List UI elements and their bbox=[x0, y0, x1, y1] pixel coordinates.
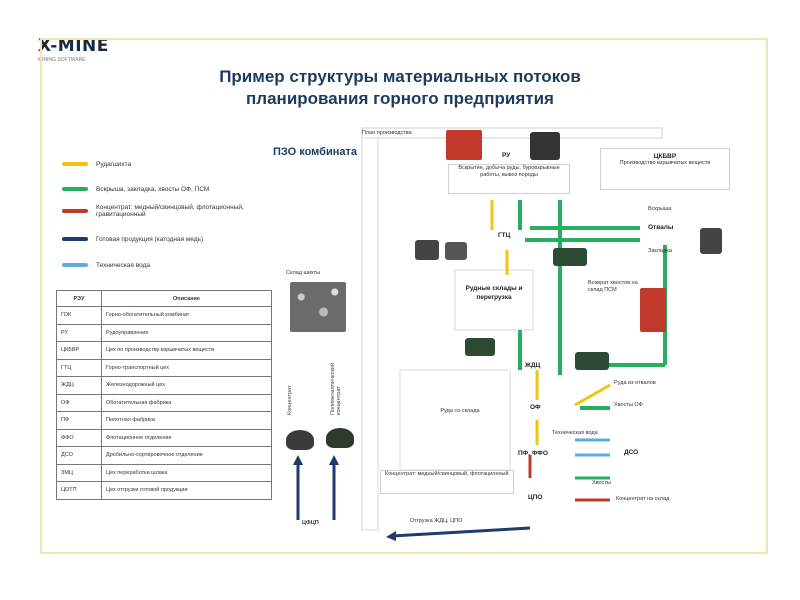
plan-label: План производства bbox=[362, 130, 412, 136]
dso-label: ДСО bbox=[624, 449, 639, 456]
legend-swatch-ore bbox=[62, 162, 88, 166]
vozvrat-label: Возврат хвостов на склад ПСМ bbox=[588, 280, 638, 293]
rudnye-label: Рудные склады и перегрузка bbox=[465, 285, 523, 301]
truck-icon-1 bbox=[415, 240, 439, 260]
crusher-icon-1 bbox=[553, 248, 587, 266]
title-line-2: планирования горного предприятия bbox=[246, 89, 554, 108]
legend-ore: Руда/шихта bbox=[62, 157, 131, 171]
title-line-1: Пример структуры материальных потоков bbox=[219, 67, 581, 86]
arrowhead-product-3 bbox=[386, 531, 396, 541]
legend-swatch-product bbox=[62, 237, 88, 241]
ru-desc: Вскрытие, добыча руды, буровзрывные рабо… bbox=[458, 165, 560, 178]
of-label: ОФ bbox=[530, 404, 541, 411]
legend-text-waste: Вскрыша, закладка, хвосты ОФ, ПСМ bbox=[96, 185, 210, 193]
otvaly-label: Отвалы bbox=[648, 224, 674, 231]
koncentrat-label: Концентрат: медный/свинцовый, флотационн… bbox=[385, 471, 509, 477]
arrow-ore-5 bbox=[574, 383, 611, 407]
legend-product: Готовая продукция (катодная медь) bbox=[62, 232, 203, 246]
truck-icon-2 bbox=[445, 242, 467, 260]
concentrate-pile-icon bbox=[286, 430, 314, 450]
hvosty-label: Хвосты ОФ bbox=[614, 402, 643, 408]
page-title: Пример структуры материальных потоков пл… bbox=[150, 66, 650, 110]
ckbvr-label: ЦКБВР bbox=[653, 153, 677, 160]
plan-box-outline bbox=[361, 127, 663, 139]
ru-box: Вскрытие, добыча руды, буровзрывные рабо… bbox=[448, 164, 570, 194]
zhdc-label: ЖДЦ bbox=[525, 362, 541, 369]
stock-box-outline bbox=[399, 369, 511, 471]
legend-water: Техническая вода bbox=[62, 258, 150, 272]
stock-label: Склад шихты bbox=[286, 270, 321, 276]
drill-icon-red bbox=[640, 288, 666, 332]
arrowhead-product-2 bbox=[329, 455, 339, 465]
logo: X-MINE MINING SOFTWARE bbox=[38, 36, 109, 63]
table-cell: ЦОТП bbox=[56, 481, 102, 500]
tech-voda-label: Техническая вода bbox=[552, 430, 598, 436]
legend-text-ore: Руда/шихта bbox=[96, 160, 132, 168]
loader-icon bbox=[700, 228, 722, 254]
gtc-label: ГТЦ bbox=[498, 232, 511, 239]
cfcp-label: ЦФЦП bbox=[302, 520, 319, 526]
legend-swatch-concentrate bbox=[62, 209, 88, 213]
zakladka-label: Закладка bbox=[648, 248, 672, 254]
koncentrat-box: Концентрат: медный/свинцовый, флотационн… bbox=[380, 470, 514, 494]
legend-swatch-water bbox=[62, 263, 88, 267]
vyskryshka-label: Вскрыша bbox=[648, 206, 672, 212]
table-header-row: РЭУ Описание bbox=[56, 290, 272, 307]
arrowhead-product-1 bbox=[293, 455, 303, 465]
otgruzka-label: Отгрузка ЖДЦ, ЦПО bbox=[410, 518, 463, 524]
pzo-label: ПЗО комбината bbox=[272, 146, 357, 158]
logo-subtext: MINING SOFTWARE bbox=[38, 57, 86, 63]
logo-text: X-MINE bbox=[38, 36, 109, 56]
crusher-icon-2 bbox=[465, 338, 495, 356]
legend-concentrate: Концентрат: медный/свинцовый, флотационн… bbox=[62, 204, 286, 218]
polymetal-pile-icon bbox=[326, 428, 354, 448]
cpo-label: ЦПО bbox=[528, 494, 543, 501]
ruda-sklad-label: Руда со склада bbox=[440, 408, 480, 414]
arrow-product-3 bbox=[391, 526, 531, 538]
legend-text-concentrate: Концентрат: медный/свинцовый, флотационн… bbox=[96, 204, 244, 218]
legend-text-water: Техническая вода bbox=[96, 261, 150, 269]
excavator-icon bbox=[446, 130, 482, 160]
ru-label: РУ bbox=[502, 152, 511, 159]
table-header-desc: Описание bbox=[101, 290, 272, 307]
ore-photo bbox=[290, 282, 346, 332]
legend-swatch-waste bbox=[62, 187, 88, 191]
table-cell: Цех отгрузки готовой продукции bbox=[101, 481, 272, 500]
rudnye-box-outline bbox=[454, 269, 534, 331]
drill-rig-icon bbox=[530, 132, 560, 160]
legend-text-product: Готовая продукция (катодная медь) bbox=[96, 235, 204, 243]
pf-label: ПФ, ФФО bbox=[518, 450, 548, 457]
hvosty2-label: Хвосты bbox=[592, 480, 611, 486]
ruda-otval-label: Руда из отвалов bbox=[614, 380, 656, 386]
content-frame bbox=[40, 38, 768, 554]
ckbvr-box: ЦКБВР Производство взрывчатых веществ bbox=[600, 148, 730, 190]
koncentrat-sklad-label: Концентрат на склад bbox=[616, 496, 670, 502]
left-frame-outline bbox=[361, 137, 379, 531]
legend-waste: Вскрыша, закладка, хвосты ОФ, ПСМ bbox=[62, 182, 209, 196]
crusher-icon-3 bbox=[575, 352, 609, 370]
ckbvr-desc: Производство взрывчатых веществ bbox=[619, 160, 711, 166]
